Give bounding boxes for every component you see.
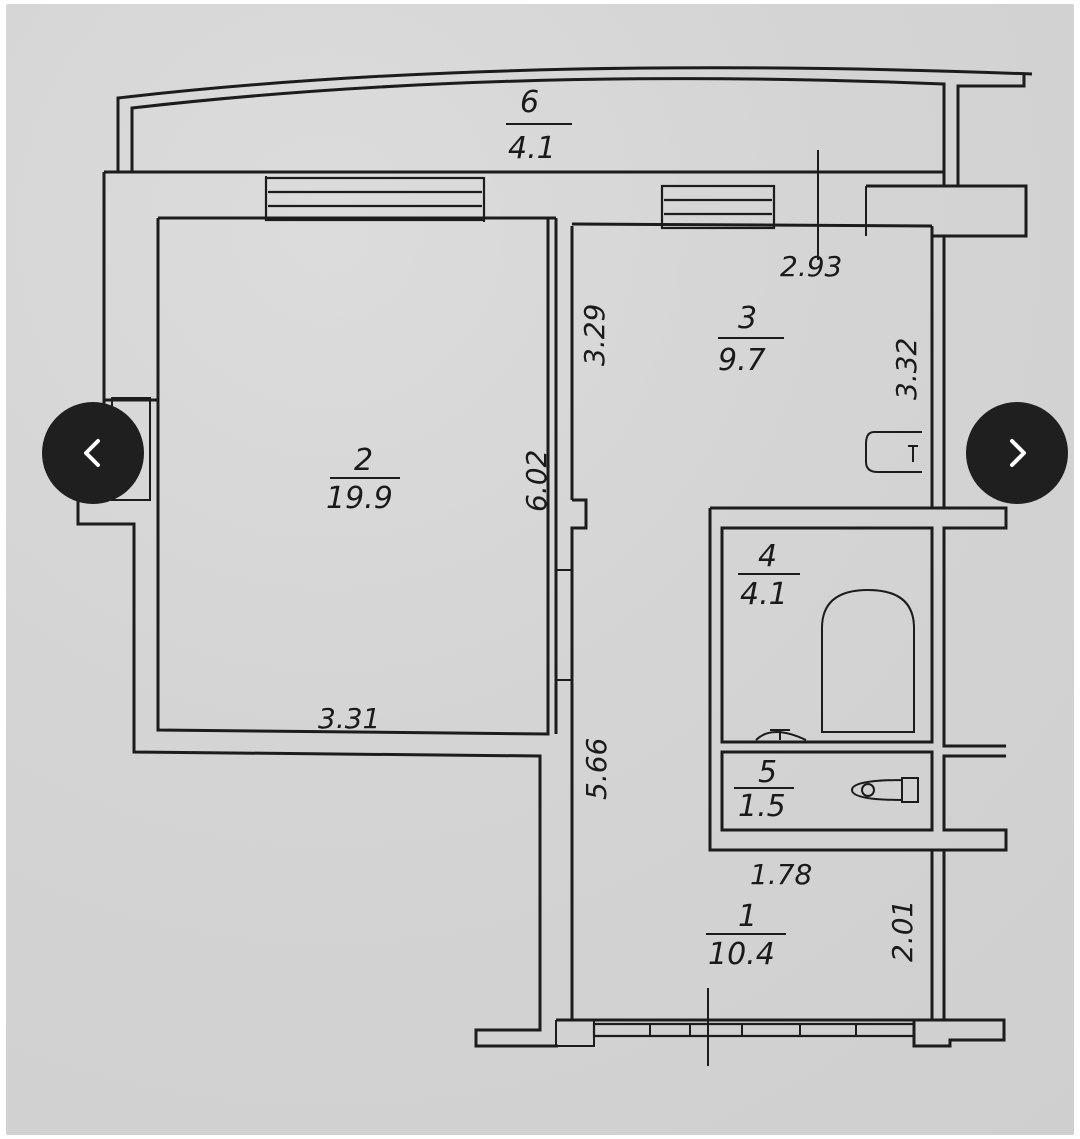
svg-text:2: 2 xyxy=(354,443,373,478)
svg-text:10.4: 10.4 xyxy=(708,937,775,972)
dim-3-31: 3.31 xyxy=(318,702,380,735)
svg-text:1: 1 xyxy=(738,899,757,934)
chevron-right-icon xyxy=(1010,439,1026,467)
dim-6-02: 6.02 xyxy=(520,450,553,512)
window-room-3 xyxy=(660,184,776,230)
dim-5-66: 5.66 xyxy=(580,738,613,800)
bathtub xyxy=(821,588,915,733)
bathroom-block xyxy=(708,506,1008,852)
svg-text:4: 4 xyxy=(758,539,777,574)
room-1-label: 1 10.4 xyxy=(706,899,786,972)
previous-image-button[interactable] xyxy=(42,402,144,504)
svg-text:4.1: 4.1 xyxy=(508,131,556,166)
svg-text:1.5: 1.5 xyxy=(738,789,786,824)
dim-2-01: 2.01 xyxy=(886,900,919,962)
left-wall xyxy=(156,218,550,736)
room-5-label: 5 1.5 xyxy=(734,755,794,824)
sink xyxy=(755,731,807,741)
svg-text:4.1: 4.1 xyxy=(740,577,788,612)
bottom-wall xyxy=(556,1018,1006,1048)
window-room-2 xyxy=(264,176,486,222)
svg-text:19.9: 19.9 xyxy=(326,481,393,516)
dim-2-93: 2.93 xyxy=(780,250,842,283)
room-4-label: 4 4.1 xyxy=(738,539,800,612)
kitchen-fixture xyxy=(865,431,922,473)
dim-3-32: 3.32 xyxy=(890,338,923,400)
svg-text:3: 3 xyxy=(738,301,757,336)
chevron-left-icon xyxy=(84,439,100,467)
svg-text:6: 6 xyxy=(520,85,539,120)
dim-3-29: 3.29 xyxy=(578,304,611,366)
next-image-button[interactable] xyxy=(966,402,1068,504)
exterior-wall-top xyxy=(102,170,944,402)
toilet xyxy=(850,777,919,803)
dim-1-78: 1.78 xyxy=(750,858,812,891)
room-3-label: 3 9.7 xyxy=(718,301,784,378)
balcony-outline xyxy=(116,66,1033,172)
svg-text:5: 5 xyxy=(758,755,777,790)
svg-text:9.7: 9.7 xyxy=(718,343,766,378)
floor-plan-photo xyxy=(6,4,1074,1135)
room-2-label: 2 19.9 xyxy=(326,443,400,516)
partition-wall xyxy=(554,218,588,1020)
room-6-label: 6 4.1 xyxy=(506,85,572,166)
